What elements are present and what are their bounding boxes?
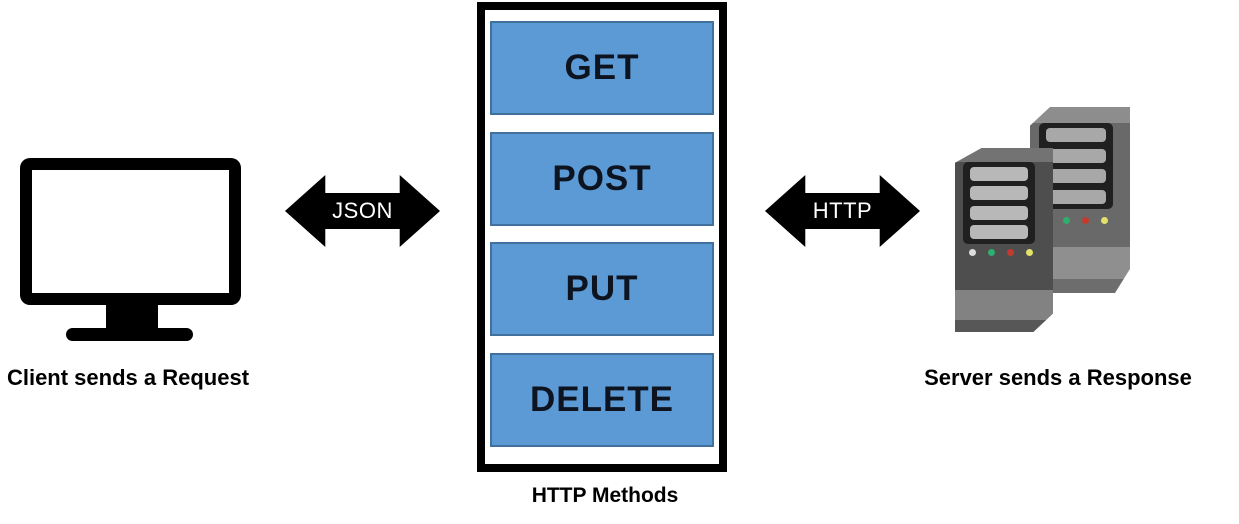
server-drive-bar bbox=[970, 167, 1028, 181]
led-green-icon bbox=[988, 249, 995, 256]
led-red-icon bbox=[1082, 217, 1089, 224]
method-post: POST bbox=[490, 131, 714, 226]
server-led-row bbox=[969, 249, 1033, 256]
server-drive-bar bbox=[970, 186, 1028, 201]
json-arrow-label: JSON bbox=[332, 198, 393, 223]
monitor-base bbox=[66, 328, 193, 341]
method-get: GET bbox=[490, 21, 714, 115]
led-green-icon bbox=[1063, 217, 1070, 224]
json-double-arrow-icon: JSON bbox=[285, 175, 440, 247]
server-label: Server sends a Response bbox=[924, 365, 1192, 390]
server-tower-front bbox=[955, 148, 1053, 332]
http-double-arrow-icon: HTTP bbox=[765, 175, 920, 247]
monitor-screen bbox=[20, 158, 241, 305]
server-drive-bar bbox=[970, 224, 1028, 239]
http-arrow-label: HTTP bbox=[812, 198, 873, 223]
method-delete: DELETE bbox=[490, 352, 714, 447]
server-drive-bar bbox=[1046, 128, 1106, 142]
server-drive-bar bbox=[1046, 169, 1106, 184]
server-led-row bbox=[1044, 217, 1108, 224]
http-methods-title: HTTP Methods bbox=[531, 484, 679, 507]
led-yellow-icon bbox=[1101, 217, 1108, 224]
monitor-stand bbox=[106, 300, 158, 331]
server-drive-bar bbox=[1046, 148, 1106, 163]
server-drive-panel bbox=[963, 162, 1035, 244]
http-methods-box: GET POST PUT DELETE bbox=[477, 2, 727, 472]
server-drive-bar bbox=[970, 205, 1028, 220]
led-red-icon bbox=[1007, 249, 1014, 256]
led-white-icon bbox=[969, 249, 976, 256]
client-label: Client sends a Request bbox=[6, 365, 250, 390]
method-put: PUT bbox=[490, 242, 714, 337]
led-yellow-icon bbox=[1026, 249, 1033, 256]
server-drive-bar bbox=[1046, 189, 1106, 204]
